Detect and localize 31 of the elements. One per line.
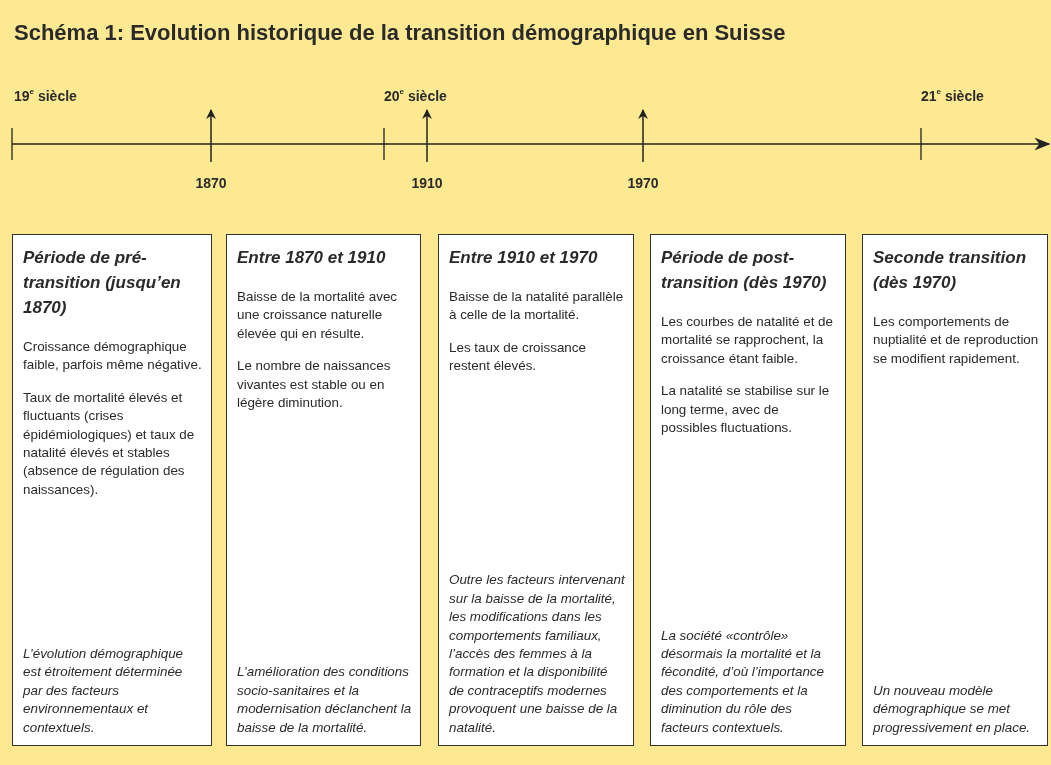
note-text: L’amélioration des conditions socio-sanitaires et la modernisation déclanchent la baisse de la mortalité. bbox=[237, 663, 412, 737]
period-card bbox=[438, 234, 634, 746]
description-text: Baisse de la natalité parallèle à celle de la mortalité. bbox=[449, 288, 625, 325]
period-card bbox=[650, 234, 846, 746]
description-text: Croissance démographique faible, parfois même négative. bbox=[23, 338, 203, 375]
diagram-title: Schéma 1: Evolution historique de la transition démographique en Suisse bbox=[14, 20, 786, 46]
note-text: L’évolution démographique est étroitement déterminée par des facteurs environnementaux et contextuels. bbox=[23, 644, 185, 737]
description-text: Taux de mortalité élevés et fluctuants (crises épidémiologiques) et taux de natalité élevés et stables (absence de régulation des naissances). bbox=[23, 388, 196, 499]
description-text: Les taux de croissance restent élevés. bbox=[449, 338, 587, 376]
note-text: Un nouveau modèle démographique se met progressivement en place. bbox=[873, 681, 1032, 737]
description-text: Les comportements de nuptialité et de reproduction se modifient rapidement. bbox=[873, 313, 1039, 368]
period-heading: Entre 1870 et 1910 bbox=[237, 247, 387, 269]
period-card bbox=[226, 234, 421, 746]
year-label: 1870 bbox=[195, 175, 227, 191]
description-text: Baisse de la mortalité avec une croissance naturelle élevée qui en résulte. bbox=[237, 288, 399, 343]
note-text: Outre les facteurs intervenant sur la baisse de la mortalité, les modifications dans les comportements familiaux, l’accès des femmes à la formation et la disponibilité de contraceptifs modernes provoquent une baisse de la natalité. bbox=[449, 571, 625, 737]
century-label: 21$^{e}$ siècle bbox=[921, 87, 984, 104]
century-label: 20$^{e}$ siècle bbox=[384, 87, 447, 104]
description-text: Le nombre de naissances vivantes est stable ou en légère diminution. bbox=[237, 357, 392, 413]
period-heading: Période de post-transition (dès 1970) bbox=[661, 247, 828, 294]
description-text: Les courbes de natalité et de mortalité se rapprochent, la croissance étant faible. bbox=[661, 313, 834, 368]
century-label: 19$^{e}$ siècle bbox=[14, 87, 77, 104]
period-heading: Période de pré-transition (jusqu’en 1870) bbox=[23, 247, 182, 319]
year-label: 1910 bbox=[411, 175, 443, 191]
description-text: La natalité se stabilise sur le long terme, avec de possibles fluctuations. bbox=[661, 382, 831, 438]
period-heading: Entre 1910 et 1970 bbox=[449, 247, 599, 269]
period-card bbox=[12, 234, 212, 746]
note-text: La société «contrôle» désormais la mortalité et la fécondité, d’où l’importance des comportements et la diminution du rôle des facteurs contextuels. bbox=[661, 626, 825, 737]
year-label: 1970 bbox=[627, 175, 659, 191]
period-heading: Seconde transition (dès 1970) bbox=[873, 247, 1028, 294]
period-card bbox=[862, 234, 1048, 746]
